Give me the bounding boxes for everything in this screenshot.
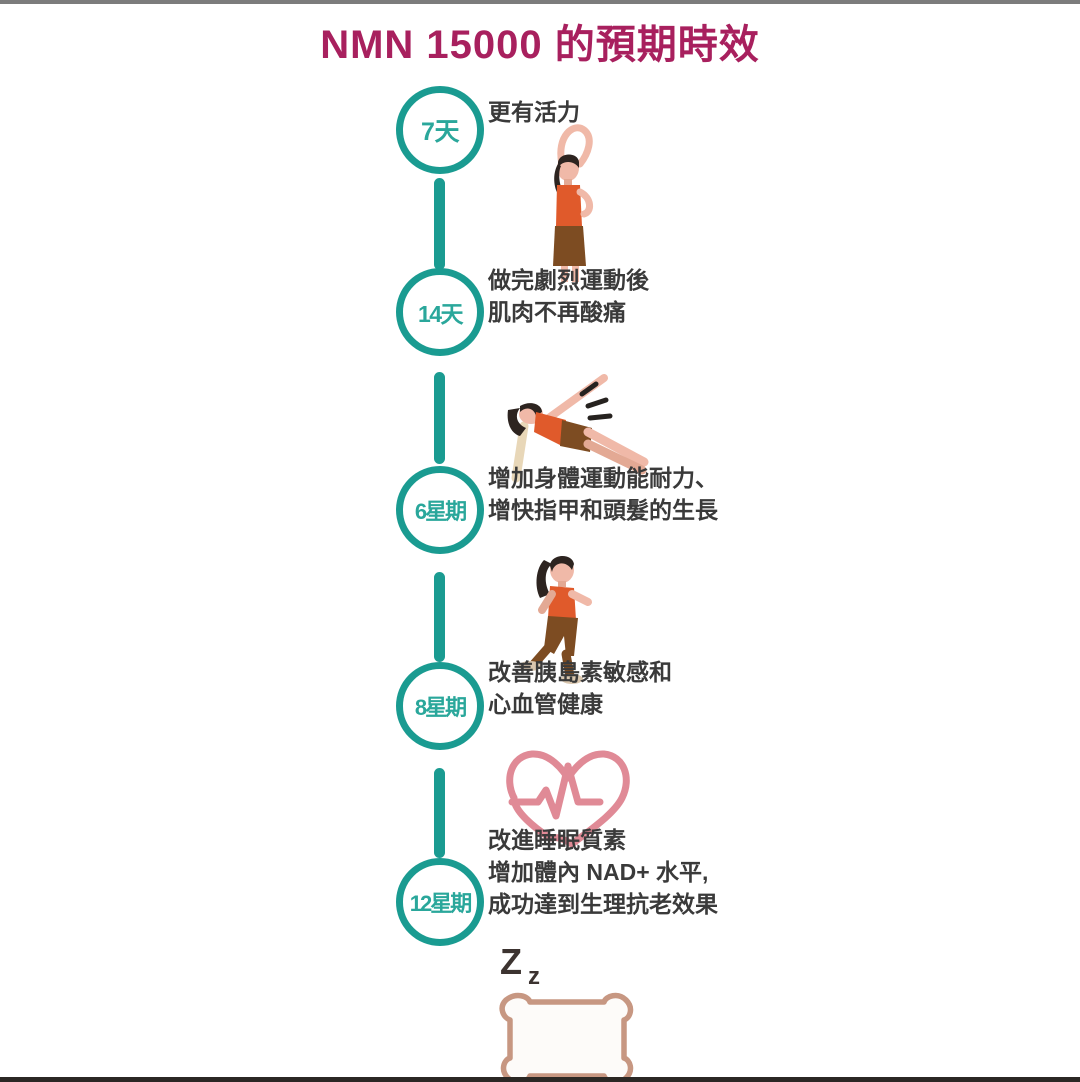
page-title: NMN 15000 的預期時效 [320, 23, 760, 67]
sleeping-pillow-icon: Z z [476, 940, 656, 1082]
timeline-badge-label-5: 12星期 [409, 891, 473, 916]
side-plank-woman-icon [484, 370, 664, 495]
timeline-text-line: 改進睡眠質素 [488, 827, 626, 853]
timeline-connector-1 [434, 178, 445, 270]
timeline-text-line: 更有活力 [488, 99, 580, 125]
timeline-text-line: 肌肉不再酸痛 [488, 299, 626, 325]
timeline-text-line: 增加身體運動能耐力、 [488, 465, 718, 491]
timeline-text-line: 增快指甲和頭髮的生長 [488, 497, 718, 523]
timeline-badge-label-1: 7天 [421, 118, 459, 146]
heartbeat-heart-icon [502, 744, 642, 859]
timeline-text-3: 增加身體運動能耐力、 增快指甲和頭髮的生長 [488, 462, 718, 526]
timeline-connector-4 [434, 768, 445, 858]
timeline-badge-3: 6星期 [396, 466, 484, 554]
timeline-text-1: 更有活力 [488, 96, 580, 128]
stretching-woman-icon [514, 102, 624, 316]
screen-top-bar [0, 0, 1080, 4]
timeline-text-line: 增加體內 NAD+ 水平, [488, 859, 709, 885]
timeline-text-line: 改善胰島素敏感和 [488, 659, 672, 685]
timeline-text-line: 做完劇烈運動後 [488, 267, 649, 293]
timeline-badge-4: 8星期 [396, 662, 484, 750]
timeline-text-2: 做完劇烈運動後 肌肉不再酸痛 [488, 264, 649, 328]
screen-bottom-bar [0, 1077, 1080, 1082]
timeline-badge-5: 12星期 [396, 858, 484, 946]
timeline-badge-label-2: 14天 [417, 301, 464, 327]
timeline-connector-2 [434, 372, 445, 464]
sleep-z-small: z [528, 963, 540, 990]
timeline-text-4: 改善胰島素敏感和 心血管健康 [488, 656, 672, 720]
sleep-z-big: Z [500, 941, 522, 982]
timeline-badge-1: 7天 [396, 86, 484, 174]
timeline-text-5: 改進睡眠質素 增加體內 NAD+ 水平, 成功達到生理抗老效果 [488, 824, 718, 920]
running-woman-icon [500, 544, 620, 689]
timeline-badge-2: 14天 [396, 268, 484, 356]
timeline-text-line: 成功達到生理抗老效果 [488, 891, 718, 917]
timeline-connector-3 [434, 572, 445, 662]
timeline-badge-label-4: 8星期 [414, 695, 467, 720]
timeline: 7天 更有活力 [396, 82, 1016, 1082]
timeline-badge-label-3: 6星期 [414, 499, 467, 524]
timeline-text-line: 心血管健康 [488, 691, 603, 717]
